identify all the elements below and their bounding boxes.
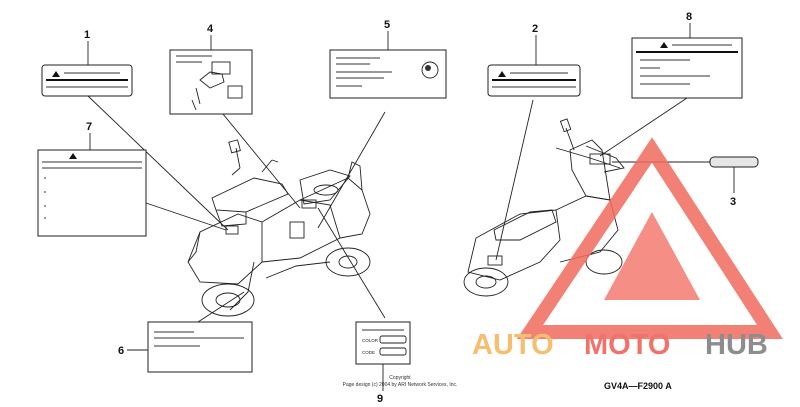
automotohub-watermark: AUTO MOTO HUB <box>472 137 783 361</box>
callout-5: 5 <box>384 19 390 31</box>
callout-1: 1 <box>84 29 90 41</box>
part-2-label <box>487 64 581 97</box>
callout-6: 6 <box>118 345 124 357</box>
callout-8: 8 <box>686 11 692 23</box>
diagram-code: GV4A—F2900 A <box>604 381 672 391</box>
part-1-label <box>41 64 133 97</box>
part-8-label <box>631 37 743 99</box>
callout-2: 2 <box>532 23 538 35</box>
watermark-triangle-icon <box>516 137 783 339</box>
scooter-left-illustration <box>187 139 371 317</box>
copyright-line: Page design (c) 2004 by ARI Network Serv… <box>343 382 458 388</box>
watermark-hub: HUB <box>705 329 768 361</box>
callout-3: 3 <box>730 196 736 208</box>
part-6-label <box>147 321 253 373</box>
callout-9: 9 <box>377 393 383 405</box>
watermark-moto: MOTO <box>584 329 670 361</box>
copyright-label: Copyright <box>389 375 411 381</box>
callout-numbers: 1 2 3 4 5 6 7 8 9 <box>84 11 736 405</box>
part-9-tag: COLOR CODE <box>355 321 411 365</box>
callout-4: 4 <box>207 23 214 35</box>
callout-7: 7 <box>86 121 92 133</box>
part-7-label <box>37 149 147 237</box>
part-5-label <box>329 49 447 99</box>
scooter-right-illustration <box>463 118 625 297</box>
part-3-strip <box>709 156 759 168</box>
part-4-label <box>169 49 253 115</box>
tag-code-label: CODE <box>362 350 375 355</box>
watermark-auto: AUTO <box>472 329 554 361</box>
tag-color-label: COLOR <box>362 338 379 343</box>
